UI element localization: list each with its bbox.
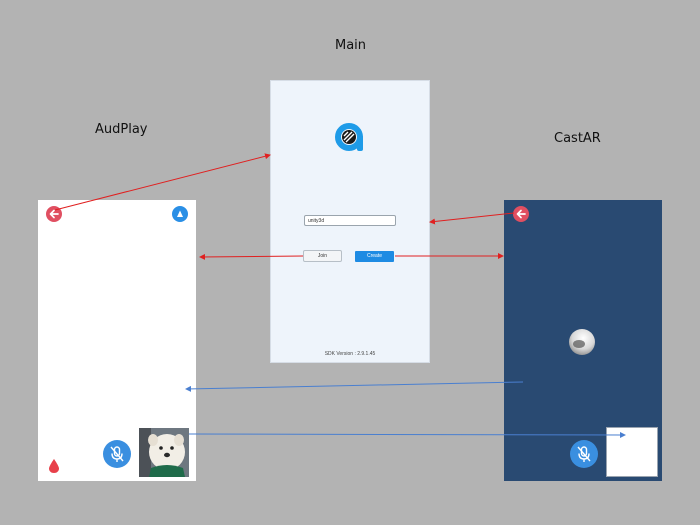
create-button[interactable]: Create xyxy=(355,251,394,262)
arrow-castar-ar-to-audplay xyxy=(185,381,524,392)
audplay-screen xyxy=(38,200,196,481)
remote-video-view xyxy=(139,428,189,477)
castar-screen xyxy=(504,200,662,481)
join-button[interactable]: Join xyxy=(303,250,342,262)
audplay-screen-title: AudPlay xyxy=(95,122,148,137)
sdk-version-text: SDK Version : 2.9.1.45 xyxy=(324,351,376,357)
arrow-left-icon[interactable] xyxy=(513,206,529,222)
main-screen-title: Main xyxy=(335,38,367,53)
channel-name-input[interactable]: unity3d xyxy=(304,215,396,226)
sphere-icon[interactable] xyxy=(567,327,597,362)
arrow-left-icon[interactable] xyxy=(46,206,62,222)
mic-muted-icon[interactable] xyxy=(103,440,131,468)
app-logo-icon xyxy=(335,121,365,153)
mic-muted-icon[interactable] xyxy=(570,440,598,468)
local-video-preview xyxy=(606,427,658,477)
main-screen: unity3d Join Create SDK Version : 2.9.1.… xyxy=(271,81,429,362)
castar-screen-title: CastAR xyxy=(554,131,601,146)
app-logo-icon[interactable] xyxy=(172,206,188,222)
drop-icon[interactable] xyxy=(47,458,61,479)
arrow-castar-back-to-main xyxy=(429,212,515,225)
